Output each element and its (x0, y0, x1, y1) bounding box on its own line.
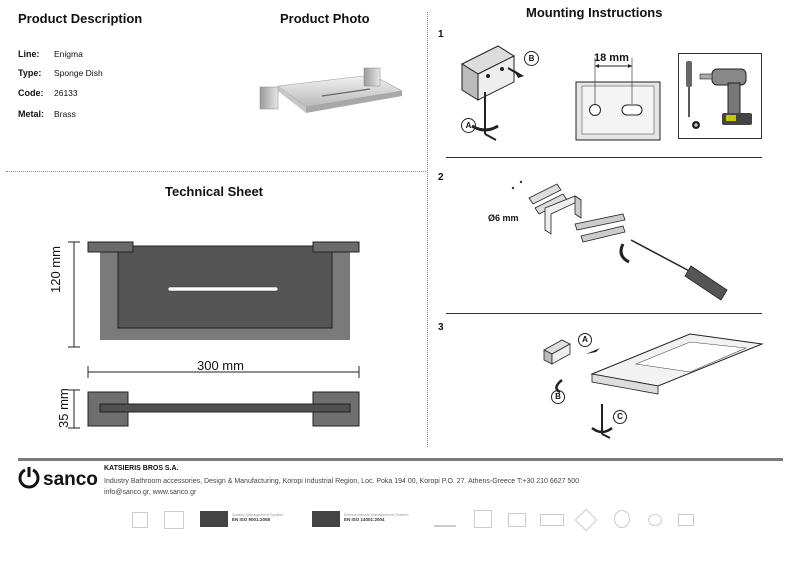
company-web: info@sanco.gr, www.sanco.gr (104, 489, 197, 496)
brand-name: sanco (43, 469, 98, 490)
callout-a: A (461, 118, 476, 133)
spec-label: Metal: (18, 109, 45, 119)
height-dimension-label: 120 mm (48, 246, 63, 293)
step1-bracket-illustration (460, 45, 524, 141)
spiral-icon (648, 514, 662, 526)
technical-sheet-title: Technical Sheet (165, 184, 264, 199)
recycle-icon (574, 508, 598, 532)
depth-dimension-label: 35 mm (56, 388, 71, 428)
company-name: KATSIERIS BROS S.A. (104, 465, 179, 472)
spec-row: Metal: Brass (18, 104, 103, 124)
spec-list: Line:Enigma Type:Sponge Dish Code:26133 … (18, 44, 103, 124)
technical-drawing (68, 241, 360, 429)
finish-icon (508, 513, 526, 527)
eu-flag-icon (312, 511, 340, 527)
warranty-icon (474, 510, 492, 528)
spec-value: Enigma (54, 49, 83, 59)
spec-row: Code: 26133 (18, 83, 103, 104)
callout-b: B (551, 390, 565, 404)
spec-value: 26133 (54, 88, 78, 98)
spec-label: Line: (18, 49, 40, 59)
eu-flag-icon (200, 511, 228, 527)
spec-label: Type: (18, 68, 42, 78)
spec-row: Type: Sponge Dish (18, 63, 103, 83)
quality-badge-icon (164, 511, 184, 529)
product-photo-title: Product Photo (280, 11, 370, 26)
spec-value: Sponge Dish (54, 68, 103, 78)
hole-spacing-label: 18 mm (594, 52, 629, 64)
step2-screw-illustration (511, 180, 728, 301)
spec-value: Brass (54, 109, 76, 119)
step-number: 1 (438, 29, 444, 40)
step3-assembly-illustration (543, 333, 764, 439)
width-dimension-label: 300 mm (197, 358, 244, 373)
step1-plate-illustration (575, 58, 661, 141)
step-number: 2 (438, 172, 444, 183)
callout-c: C (613, 410, 627, 424)
faucet-icon (540, 514, 564, 526)
callout-b: B (524, 51, 539, 66)
sanco-logo-icon (18, 467, 40, 489)
mounting-instructions-title: Mounting Instructions (526, 5, 663, 20)
section-divider (6, 171, 426, 172)
callout-a: A (578, 333, 592, 347)
crown-icon (434, 513, 456, 527)
step-divider (446, 313, 762, 314)
product-description-title: Product Description (18, 11, 143, 26)
spec-row: Line: Enigma (18, 44, 103, 63)
certifications-row: Quality Management System EN ISO 9001:20… (128, 508, 694, 532)
certification-environmental: Environmental Management System EN ISO 1… (344, 512, 409, 522)
step-divider (446, 157, 762, 158)
footer-divider (18, 458, 783, 461)
patent-badge-icon (132, 512, 148, 528)
shine-icon (614, 510, 630, 528)
spec-label: Code: (18, 88, 44, 98)
section-divider (427, 12, 428, 447)
drill-size-label: Ø6 mm (488, 213, 519, 223)
company-address: Industry Bathroom accessories, Design & … (104, 478, 580, 485)
step-number: 3 (438, 322, 444, 333)
certification-quality: Quality Management System EN ISO 9001:20… (232, 512, 284, 522)
tools-illustration (678, 53, 762, 139)
metal-icon (678, 514, 694, 526)
product-photo (259, 67, 403, 113)
